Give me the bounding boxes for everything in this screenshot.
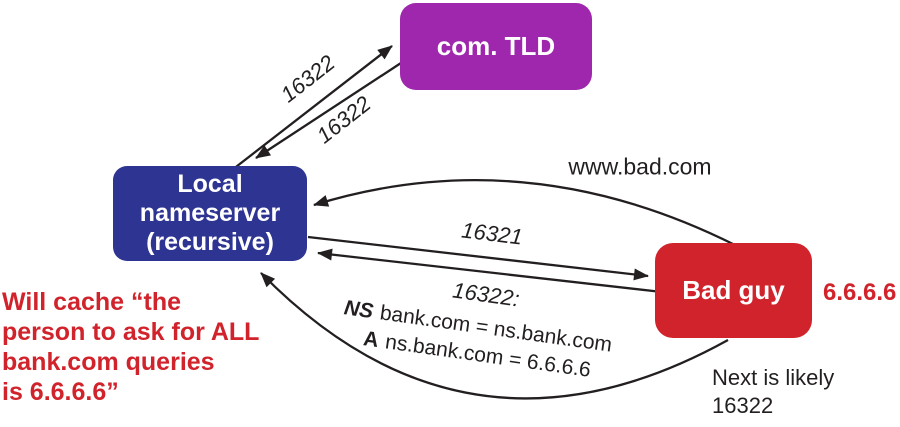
bad-guy-label: Bad guy (682, 275, 785, 305)
bad-guy-ip-label: 6.6.6.6 (823, 279, 897, 306)
local-nameserver-label: Local nameserver (recursive) (139, 170, 281, 256)
com-tld-label: com. TLD (436, 31, 556, 61)
www-bad-com-label: www.bad.com (568, 153, 712, 180)
arrow-tld-to-local (255, 60, 405, 159)
arrow-badguy-query-www-bad (313, 179, 736, 247)
arrow-badguy-flood-response (260, 272, 729, 400)
ns-record-type: NS (342, 296, 375, 324)
arrow-badguy-spoofed-response (317, 248, 663, 294)
bad-guy-box: Bad guy (655, 243, 812, 338)
local-nameserver-box: Local nameserver (recursive) (113, 166, 307, 261)
arrow-local-query-16321 (307, 235, 649, 281)
a-record-type: A (361, 327, 381, 353)
com-tld-box: com. TLD (400, 3, 592, 90)
next-likely-annotation: Next is likely 16322 (712, 365, 835, 418)
will-cache-annotation: Will cache “the person to ask for ALL ba… (2, 288, 260, 406)
